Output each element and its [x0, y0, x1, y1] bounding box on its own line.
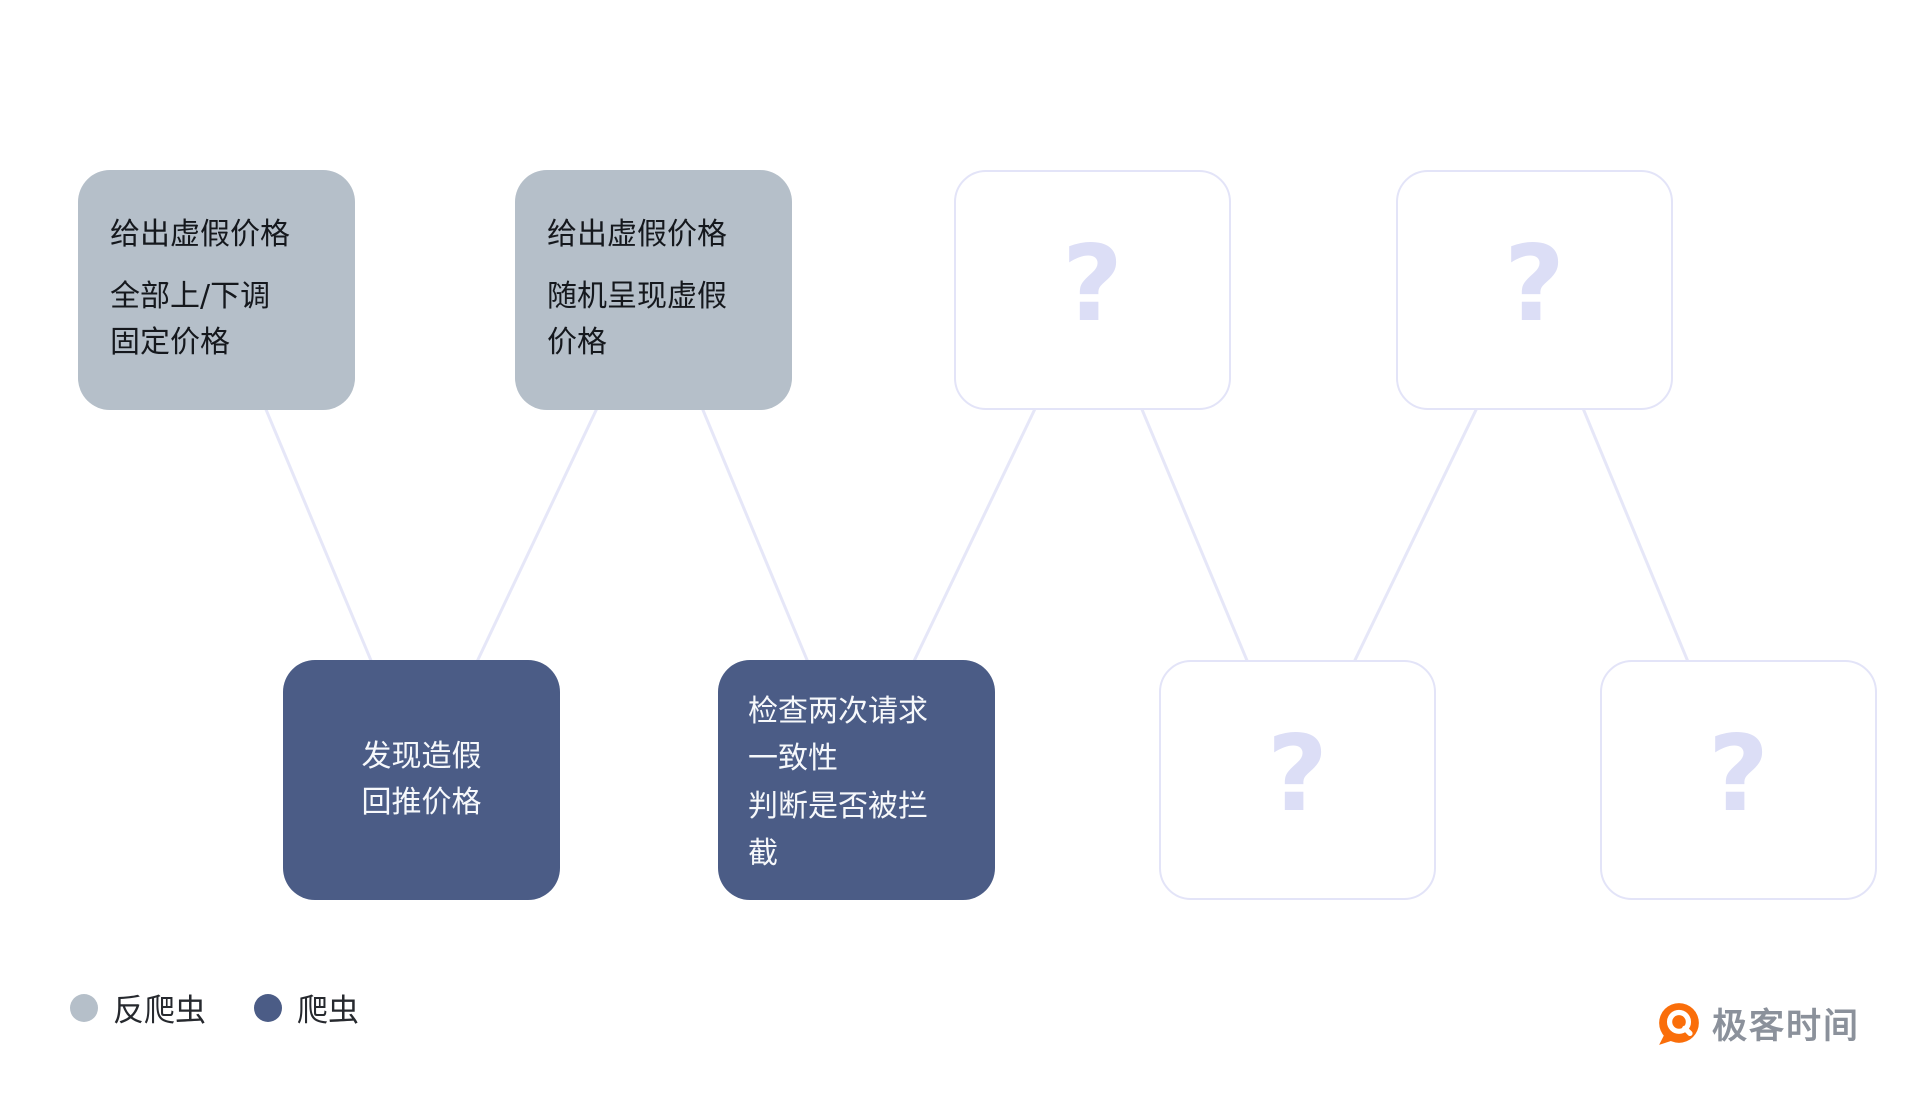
question-mark: ? — [1062, 222, 1123, 345]
placeholder-node-top-4: ? — [1396, 170, 1673, 410]
node-line: 判断是否被拦 — [748, 788, 928, 824]
geektime-logo-text: 极客时间 — [1711, 1007, 1860, 1047]
placeholder-node-top-3: ? — [954, 170, 1231, 410]
antispider-node-2: 给出虚假价格 随机呈现虚假 价格 — [515, 170, 792, 410]
legend-item-antispider: 反爬虫 — [70, 985, 206, 1030]
node-line: 固定价格 — [110, 325, 230, 360]
node-line: 价格 — [547, 325, 607, 360]
node-line: 截 — [748, 836, 778, 872]
legend-label: 反爬虫 — [113, 993, 206, 1029]
antispider-color-dot — [70, 993, 98, 1022]
node-line: 给出虚假价格 — [547, 217, 727, 252]
node-line: 随机呈现虚假 — [547, 278, 727, 314]
placeholder-node-bottom-3: ? — [1159, 660, 1436, 900]
node-line: 回推价格 — [361, 785, 482, 820]
placeholder-node-bottom-4: ? — [1600, 660, 1877, 900]
geektime-brand: 极客时间 — [1656, 998, 1860, 1049]
node-line: 检查两次请求 — [748, 694, 928, 729]
node-line: 给出虚假价格 — [110, 217, 290, 252]
spider-node-1: 发现造假 回推价格 — [283, 660, 560, 900]
node-line: 全部上/下调 — [110, 278, 271, 314]
node-line: 一致性 — [748, 741, 838, 777]
legend: 反爬虫 爬虫 — [70, 985, 359, 1030]
spider-color-dot — [254, 993, 282, 1022]
question-mark: ? — [1504, 222, 1565, 345]
geektime-logo-icon — [1659, 1002, 1699, 1045]
question-mark: ? — [1708, 712, 1769, 835]
antispider-node-1: 给出虚假价格 全部上/下调 固定价格 — [78, 170, 355, 410]
node-line: 发现造假 — [361, 738, 482, 774]
legend-label: 爬虫 — [297, 993, 359, 1029]
question-mark: ? — [1267, 712, 1328, 835]
legend-item-spider: 爬虫 — [254, 985, 359, 1030]
spider-node-2: 检查两次请求 一致性 判断是否被拦 截 — [718, 660, 995, 900]
